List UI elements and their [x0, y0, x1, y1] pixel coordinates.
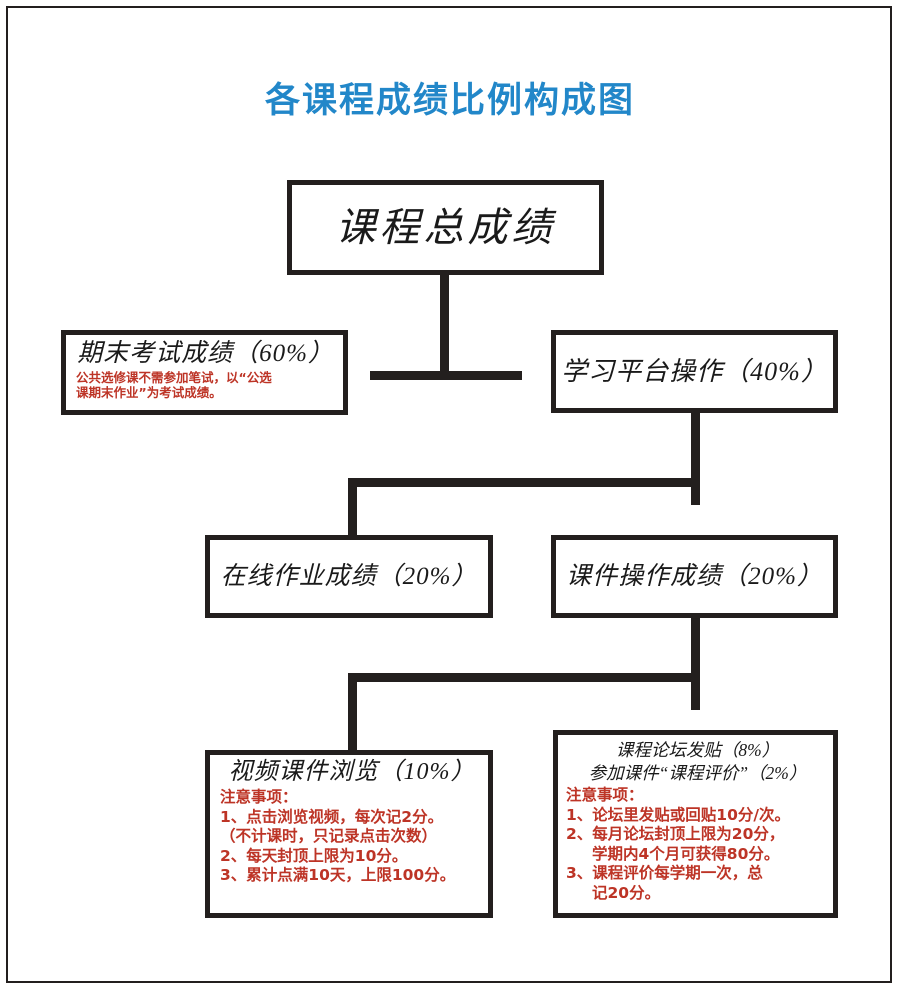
note-line: 3、累计点满10天，上限100分。: [220, 866, 456, 884]
node-final-exam-label: 期末考试成绩（60%）: [77, 340, 334, 367]
note-line: 2、每月论坛封顶上限为20分，: [566, 825, 785, 843]
node-video-label: 视频课件浏览（10%）: [228, 759, 476, 785]
note-line: 课期末作业”为考试成绩。: [76, 385, 222, 400]
node-forum-notes: 注意事项： 1、论坛里发贴或回贴10分/次。 2、每月论坛封顶上限为20分， 学…: [566, 786, 829, 903]
connector-trunk-total: [440, 275, 449, 375]
note-line: 记20分。: [592, 883, 661, 902]
node-final-exam-notes: 公共选修课不需参加笔试，以“公选 课期末作业”为考试成绩。: [74, 370, 337, 400]
connector-drop-platform: [691, 413, 700, 505]
connector-drop-video: [348, 673, 357, 750]
node-forum-label-line2: 参加课件“课程评价”（2%）: [588, 763, 807, 783]
page-title: 各课程成绩比例构成图: [264, 81, 635, 121]
node-course-total-score[interactable]: 课程总成绩: [287, 180, 604, 275]
connector-bar-level2: [370, 371, 522, 380]
node-learning-platform-ops[interactable]: 学习平台操作（40%）: [551, 330, 838, 413]
note-line: 1、点击浏览视频，每次记2分。: [220, 807, 444, 826]
connector-bar-level3: [348, 478, 700, 487]
connector-drop-courseware: [691, 618, 700, 710]
notes-title: 注意事项：: [220, 788, 298, 806]
note-line: （不计课时，只记录点击次数）: [220, 827, 438, 845]
node-courseware-ops-label: 课件操作成绩（20%）: [566, 563, 823, 590]
node-online-homework-label: 在线作业成绩（20%）: [220, 563, 478, 590]
node-final-exam-score[interactable]: 期末考试成绩（60%） 公共选修课不需参加笔试，以“公选 课期末作业”为考试成绩…: [61, 330, 348, 415]
note-line: 学期内4个月可获得80分。: [592, 844, 780, 863]
connector-drop-homework: [348, 478, 357, 535]
node-total-label: 课程总成绩: [335, 205, 556, 250]
node-video-notes: 注意事项： 1、点击浏览视频，每次记2分。 （不计课时，只记录点击次数） 2、每…: [220, 788, 484, 886]
node-forum-label-line1: 课程论坛发贴（8%）: [615, 740, 780, 760]
note-line: 公共选修课不需参加笔试，以“公选: [76, 370, 272, 385]
node-course-forum-post[interactable]: 课程论坛发贴（8%） 参加课件“课程评价”（2%） 注意事项： 1、论坛里发贴或…: [553, 730, 838, 918]
node-video-courseware-browse[interactable]: 视频课件浏览（10%） 注意事项： 1、点击浏览视频，每次记2分。 （不计课时，…: [205, 750, 493, 918]
note-line: 3、课程评价每学期一次，总: [566, 864, 763, 882]
note-line: 1、论坛里发贴或回贴10分/次。: [566, 805, 791, 824]
connector-bar-level4: [348, 673, 700, 682]
node-platform-label: 学习平台操作（40%）: [561, 357, 828, 386]
node-courseware-ops-score[interactable]: 课件操作成绩（20%）: [551, 535, 838, 618]
notes-title: 注意事项：: [566, 786, 644, 804]
node-online-homework-score[interactable]: 在线作业成绩（20%）: [205, 535, 493, 618]
note-line: 2、每天封顶上限为10分。: [220, 846, 408, 865]
